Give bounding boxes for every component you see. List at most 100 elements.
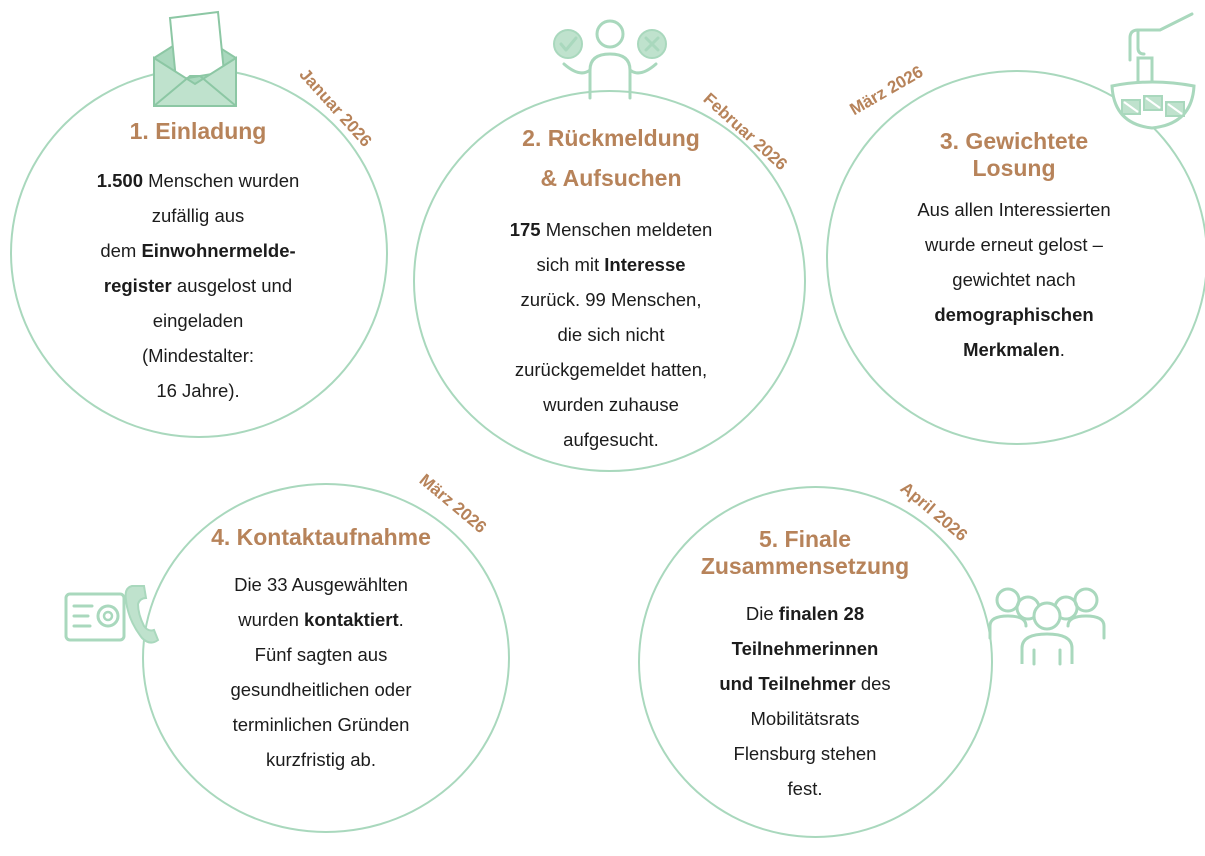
text-line: gewichtet nach	[868, 262, 1160, 297]
text-line: Teilnehmerinnen	[670, 631, 940, 666]
bold-text: finalen 28	[778, 603, 865, 624]
text-segment: Die 33 Ausgewählten	[234, 574, 408, 595]
text-line: dem Einwohnermelde-	[48, 233, 348, 268]
text-line: 175 Menschen meldeten	[456, 212, 766, 247]
text-line: eingeladen	[48, 303, 348, 338]
step-3-text: Aus allen Interessierten wurde erneut gel…	[868, 192, 1160, 367]
text-line: Merkmalen.	[868, 332, 1160, 367]
text-segment: 16 Jahre).	[156, 380, 240, 401]
text-segment: (Mindestalter:	[141, 345, 255, 366]
text-segment: Aus allen Interessierten	[917, 199, 1111, 220]
text-line: gesundheitlichen oder	[176, 672, 466, 707]
step-3-title-line-2: Losung	[972, 155, 1056, 181]
text-line: aufgesucht.	[456, 422, 766, 457]
bold-text: kontaktiert	[304, 609, 399, 630]
text-segment: terminlichen Gründen	[232, 714, 410, 735]
bold-text: demographischen	[934, 304, 1094, 325]
step-5-title: 5. Finale Zusammensetzung	[670, 526, 940, 580]
text-line: register ausgelost und	[48, 268, 348, 303]
envelope-icon	[153, 10, 237, 107]
text-line: demographischen	[868, 297, 1160, 332]
text-segment: wurde erneut gelost –	[925, 234, 1103, 255]
text-line: Die finalen 28	[670, 596, 940, 631]
text-segment: .	[1059, 339, 1065, 360]
step-2-title-line-1: 2. Rückmeldung	[522, 125, 700, 151]
bold-text: Interesse	[604, 254, 686, 275]
text-line: zufällig aus	[48, 198, 348, 233]
text-line: kurzfristig ab.	[176, 742, 466, 777]
text-line: Die 33 Ausgewählten	[176, 567, 466, 602]
group-icon	[988, 587, 1106, 666]
bold-text: Teilnehmerinnen	[731, 638, 879, 659]
step-5-circle	[638, 486, 993, 838]
text-line: sich mit Interesse	[456, 247, 766, 282]
text-segment: zurückgemeldet hatten,	[514, 359, 708, 380]
text-line: Flensburg stehen	[670, 736, 940, 771]
bold-text: Einwohnermelde-	[141, 240, 296, 261]
text-line: 16 Jahre).	[48, 373, 348, 408]
step-2-title: 2. Rückmeldung & Aufsuchen	[456, 118, 766, 198]
text-segment: Fünf sagten aus	[254, 644, 388, 665]
step-2-title-line-2: & Aufsuchen	[540, 165, 682, 191]
text-line: 1.500 Menschen wurden	[48, 163, 348, 198]
step-5-text: Die finalen 28 Teilnehmerinnen und Teilneh…	[670, 596, 940, 806]
text-segment: .	[398, 609, 404, 630]
step-3-title-line-1: 3. Gewichtete	[939, 128, 1089, 154]
step-1-circle	[10, 68, 388, 438]
bold-text: Merkmalen	[963, 339, 1060, 360]
text-line: zurück. 99 Menschen,	[456, 282, 766, 317]
step-2-circle	[413, 90, 806, 472]
step-4: 4. Kontaktaufnahme Die 33 Ausgewählten wu…	[176, 524, 466, 777]
step-1-title: 1. Einladung	[129, 118, 267, 144]
step-2: 2. Rückmeldung & Aufsuchen 175 Menschen …	[456, 118, 766, 457]
bold-text: 1.500	[96, 170, 143, 191]
text-segment: Menschen wurden	[142, 170, 300, 191]
step-3: 3. Gewichtete Losung Aus allen Interessi…	[868, 128, 1160, 367]
step-4-title: 4. Kontaktaufnahme	[211, 524, 431, 550]
step-1: 1. Einladung 1.500 Menschen wurden zufäll…	[48, 118, 348, 408]
text-segment: fest.	[787, 778, 823, 799]
text-line: wurden kontaktiert.	[176, 602, 466, 637]
text-segment: gewichtet nach	[952, 269, 1076, 290]
text-line: fest.	[670, 771, 940, 806]
text-segment: sich mit	[536, 254, 605, 275]
text-segment: wurden	[238, 609, 305, 630]
text-segment: die sich nicht	[557, 324, 665, 345]
text-segment: dem	[100, 240, 142, 261]
text-line: terminlichen Gründen	[176, 707, 466, 742]
text-segment: wurden zuhause	[543, 394, 679, 415]
step-3-circle	[826, 70, 1205, 445]
text-line: wurden zuhause	[456, 387, 766, 422]
text-segment: Mobilitätsrats	[750, 708, 860, 729]
text-segment: ausgelost und	[171, 275, 293, 296]
text-segment: des	[855, 673, 891, 694]
text-segment: kurzfristig ab.	[265, 749, 376, 770]
bold-text: 175	[509, 219, 541, 240]
text-line: die sich nicht	[456, 317, 766, 352]
step-3-title: 3. Gewichtete Losung	[868, 128, 1160, 182]
text-segment: zurück. 99 Menschen,	[520, 289, 702, 310]
text-segment: Die	[745, 603, 779, 624]
contact-phone-icon	[64, 585, 160, 644]
text-segment: eingeladen	[152, 310, 244, 331]
lottery-draw-icon	[1110, 12, 1196, 130]
person-decision-icon	[553, 19, 667, 100]
text-segment: Menschen meldeten	[540, 219, 713, 240]
text-line: und Teilnehmer des	[670, 666, 940, 701]
text-line: Aus allen Interessierten	[868, 192, 1160, 227]
text-line: wurde erneut gelost –	[868, 227, 1160, 262]
text-segment: aufgesucht.	[563, 429, 659, 450]
text-line: Mobilitätsrats	[670, 701, 940, 736]
text-line: zurückgemeldet hatten,	[456, 352, 766, 387]
step-1-text: 1.500 Menschen wurden zufällig aus dem Ein…	[48, 163, 348, 408]
step-5-title-line-2: Zusammensetzung	[700, 553, 910, 579]
bold-text: und Teilnehmer	[719, 673, 856, 694]
step-4-text: Die 33 Ausgewählten wurden kontaktiert. Fü…	[176, 567, 466, 777]
step-5-title-line-1: 5. Finale	[758, 526, 852, 552]
text-segment: zufällig aus	[151, 205, 245, 226]
bold-text: register	[103, 275, 172, 296]
step-4-circle	[142, 483, 510, 833]
text-segment: gesundheitlichen oder	[230, 679, 412, 700]
step-5: 5. Finale Zusammensetzung Die finalen 28…	[670, 526, 940, 806]
